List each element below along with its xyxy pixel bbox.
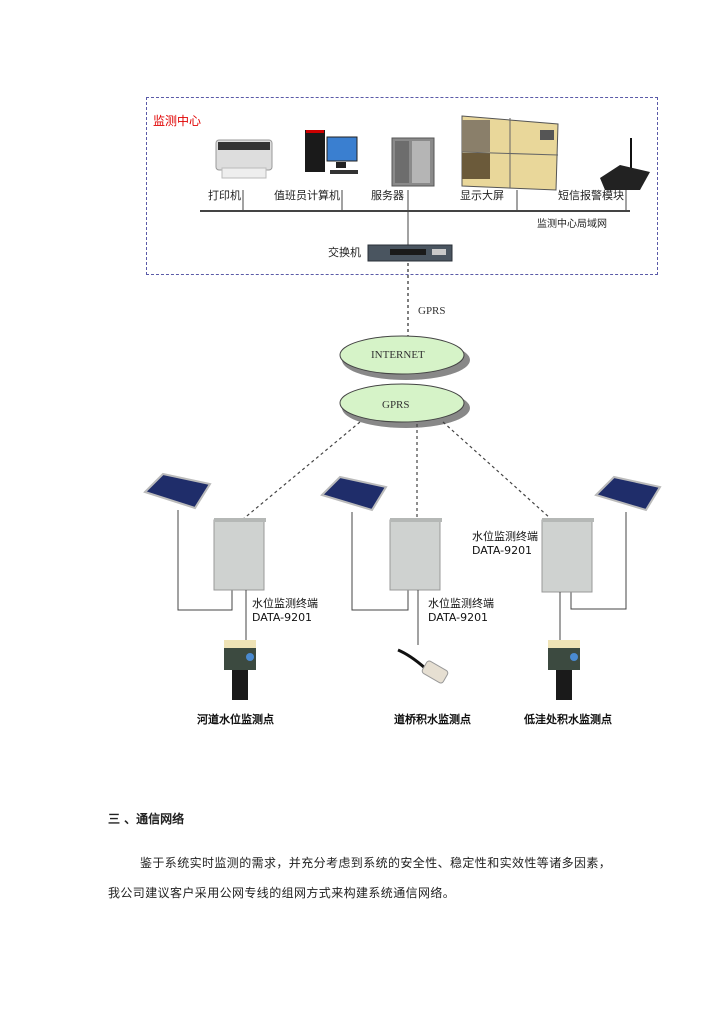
site1-power-wire xyxy=(177,510,233,611)
site-label-lowland: 低洼处积水监测点 xyxy=(524,713,612,726)
video-wall-icon xyxy=(461,115,559,191)
gprs-link-label: GPRS xyxy=(418,305,446,317)
ultrasonic-level-sensor-icon xyxy=(548,640,580,700)
gprs-cloud-icon xyxy=(339,383,470,428)
ultrasonic-level-sensor-icon xyxy=(224,640,256,700)
terminal-model: DATA-9201 xyxy=(428,611,489,624)
terminal-cabinet-icon xyxy=(213,518,266,591)
paragraph-line-2: 我公司建议客户采用公网专线的组网方式来构建系统通信网络。 xyxy=(108,886,456,900)
site2-power-wire xyxy=(351,512,409,611)
terminal-label-site-3: 水位监测终端 DATA-9201 xyxy=(472,530,538,558)
solar-panel-icon xyxy=(594,475,662,512)
solar-panel-icon xyxy=(143,472,212,510)
server-icon xyxy=(391,137,435,187)
paragraph-line-1: 鉴于系统实时监测的需求，并充分考虑到系统的安全性、稳定性和实效性等诸多因素， xyxy=(140,856,612,870)
site3-power-wire xyxy=(570,512,627,610)
internet-cloud-label: INTERNET xyxy=(371,349,425,361)
link-site-3 xyxy=(442,421,551,519)
printer-icon xyxy=(215,139,273,179)
device-label-server: 服务器 xyxy=(371,189,404,202)
site-label-bridge: 道桥积水监测点 xyxy=(394,713,471,726)
device-label-video-wall: 显示大屏 xyxy=(460,189,504,202)
sms-alarm-module-icon xyxy=(600,138,650,190)
terminal-label-site-2: 水位监测终端 DATA-9201 xyxy=(428,597,494,625)
terminal-name: 水位监测终端 xyxy=(472,530,538,543)
terminal-model: DATA-9201 xyxy=(472,544,533,557)
pressure-level-sensor-icon xyxy=(397,648,449,684)
device-label-computer: 值班员计算机 xyxy=(274,189,340,202)
device-label-sms-module: 短信报警模块 xyxy=(558,189,624,202)
section-heading: 三 、通信网络 xyxy=(108,812,185,826)
terminal-label-site-1: 水位监测终端 DATA-9201 xyxy=(252,597,318,625)
terminal-cabinet-icon xyxy=(389,518,442,591)
site-label-river: 河道水位监测点 xyxy=(197,713,274,726)
terminal-cabinet-icon xyxy=(541,518,594,593)
terminal-name: 水位监测终端 xyxy=(252,597,318,610)
switch-label: 交换机 xyxy=(328,246,361,259)
gprs-cloud-label: GPRS xyxy=(382,399,410,411)
link-site-1 xyxy=(241,421,361,521)
lan-label: 监测中心局域网 xyxy=(537,219,607,230)
desktop-computer-icon xyxy=(305,130,358,174)
terminal-name: 水位监测终端 xyxy=(428,597,494,610)
device-label-printer: 打印机 xyxy=(208,189,241,202)
network-switch-icon xyxy=(367,244,453,262)
monitoring-center-title: 监测中心 xyxy=(153,114,202,128)
solar-panel-icon xyxy=(320,475,388,512)
internet-cloud-icon xyxy=(339,335,470,380)
terminal-model: DATA-9201 xyxy=(252,611,313,624)
monitoring-center-boundary xyxy=(146,97,658,275)
network-diagram xyxy=(143,115,662,700)
